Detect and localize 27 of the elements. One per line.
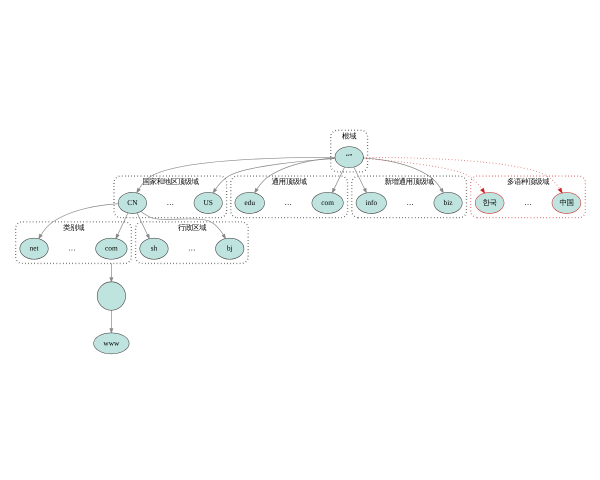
arrow xyxy=(362,157,562,194)
arrow xyxy=(38,203,118,240)
arrow xyxy=(254,158,335,194)
node-ellipse: net xyxy=(19,238,48,260)
arrow xyxy=(136,212,150,240)
node-ellipse: “” xyxy=(334,146,364,168)
arrow xyxy=(362,158,485,194)
node-ellipse: US xyxy=(193,192,222,214)
arrow xyxy=(114,212,128,240)
node-ellipse: com xyxy=(311,192,344,214)
arrow xyxy=(140,211,226,240)
node-ellipse: com xyxy=(94,238,127,260)
node-ellipse: CN xyxy=(117,192,146,214)
node-ellipse: biz xyxy=(433,192,462,214)
node-ellipse: info xyxy=(355,192,386,214)
node-ellipse: www xyxy=(92,332,129,354)
arrow xyxy=(136,157,335,194)
arrow xyxy=(331,166,344,194)
node-circle xyxy=(96,282,126,310)
node-ellipse: edu xyxy=(234,192,264,214)
arrow xyxy=(108,263,113,283)
arrow xyxy=(108,310,113,334)
arrow xyxy=(212,158,335,194)
arrow xyxy=(353,166,366,194)
node-ellipse: bj xyxy=(214,238,244,260)
node-ellipse: sh xyxy=(139,238,168,260)
arrow xyxy=(362,158,444,194)
